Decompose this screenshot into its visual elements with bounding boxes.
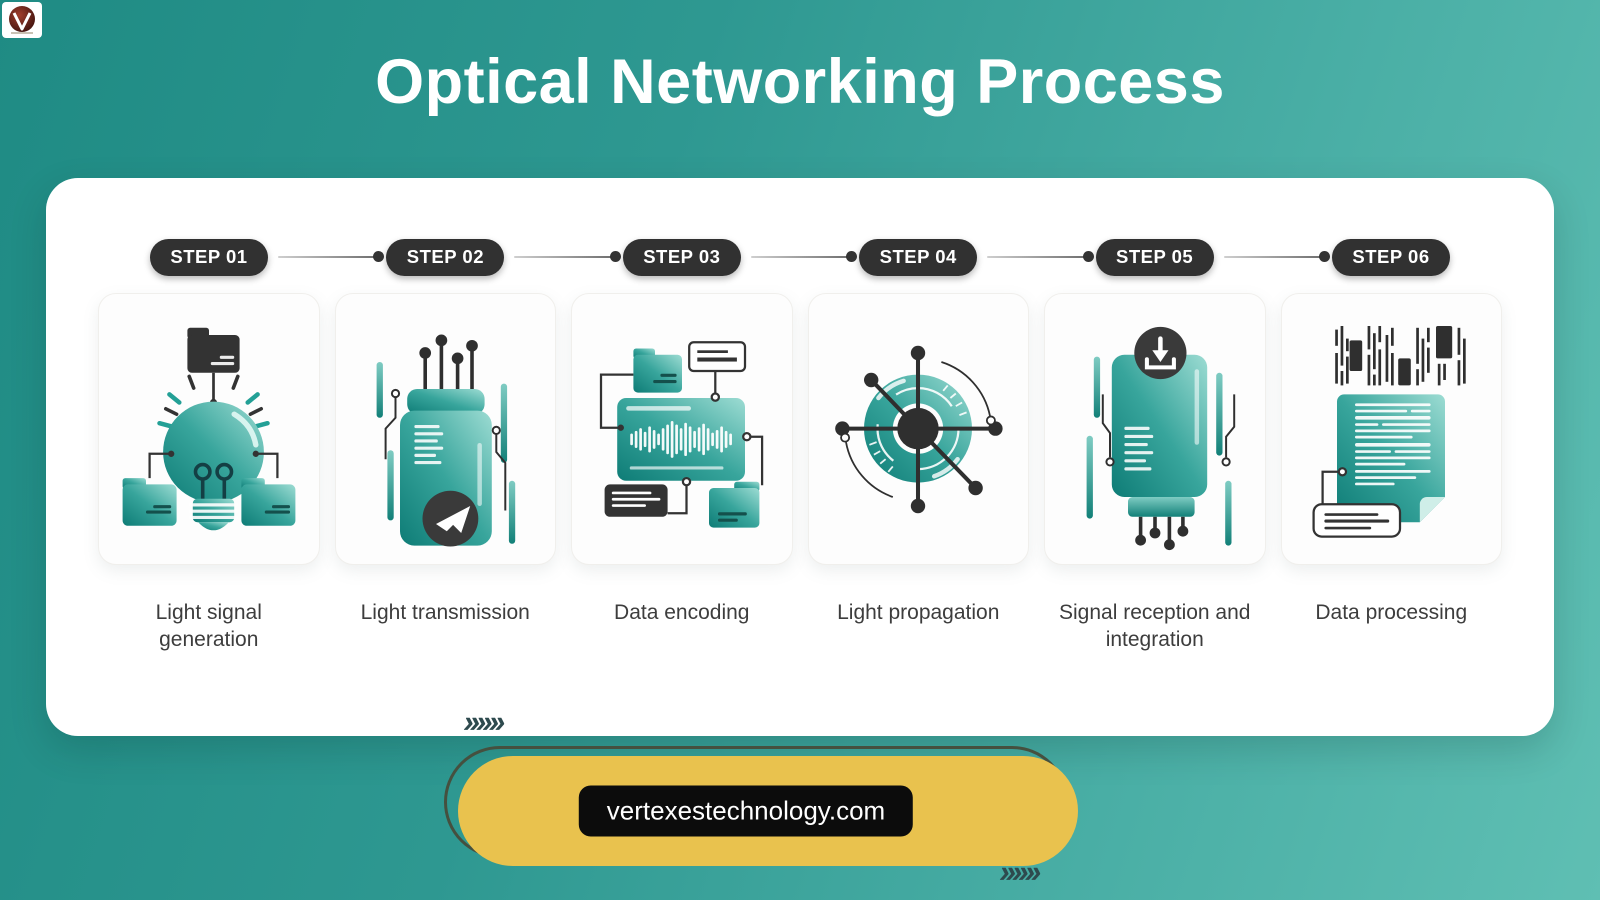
waveform-screen-icon (599, 340, 763, 528)
website-pill[interactable]: vertexestechnology.com (578, 785, 914, 837)
banner-pill: vertexestechnology.com (458, 756, 1078, 866)
chevrons-bottom-decoration: ›››››› (996, 854, 1042, 889)
labels-row: Light signal generation Light transmissio… (98, 599, 1502, 654)
step-label-6: Data processing (1315, 601, 1468, 624)
step-card-4 (807, 293, 1029, 565)
brand-logo-icon (9, 6, 35, 34)
step-badge-2: STEP 02 (386, 238, 505, 276)
document-barcode-icon (1312, 325, 1466, 538)
step-card-3 (571, 293, 793, 565)
steps-row: STEP 01 STEP 02 STEP 03 STEP 04 STEP 05 STEP … (150, 238, 1451, 276)
step-label-5: Signal reception and integration (1059, 601, 1251, 652)
cards-row (98, 293, 1502, 565)
step-connector (750, 252, 858, 262)
chevrons-top-decoration: ›››››› (460, 704, 506, 739)
step-badge-3: STEP 03 (622, 238, 741, 276)
process-panel: STEP 01 STEP 02 STEP 03 STEP 04 STEP 05 STEP … (46, 178, 1554, 736)
radial-hub-icon (835, 345, 1003, 513)
website-url: vertexestechnology.com (606, 795, 886, 826)
step-badge-4: STEP 04 (859, 238, 978, 276)
step-card-1 (98, 293, 320, 565)
step-connector (987, 252, 1095, 262)
page-title: Optical Networking Process (375, 47, 1225, 117)
step-badge-1: STEP 01 (150, 238, 268, 276)
step-badge-6: STEP 06 (1332, 238, 1451, 276)
step-label-2: Light transmission (360, 601, 530, 624)
fiber-cable-icon (376, 334, 516, 546)
step-connector (514, 252, 622, 262)
receiver-chip-icon (1086, 326, 1235, 550)
step-card-2 (334, 293, 556, 565)
step-badge-5: STEP 05 (1095, 238, 1214, 276)
brand-logo (2, 2, 42, 38)
step-connector (1223, 252, 1331, 262)
step-card-6 (1280, 293, 1502, 565)
step-connector (278, 252, 385, 262)
step-label-3: Data encoding (614, 601, 750, 624)
light-bulb-icon (122, 327, 296, 530)
step-label-1: Light signal generation (155, 601, 262, 652)
step-card-5 (1044, 293, 1266, 565)
step-label-4: Light propagation (837, 601, 1000, 624)
